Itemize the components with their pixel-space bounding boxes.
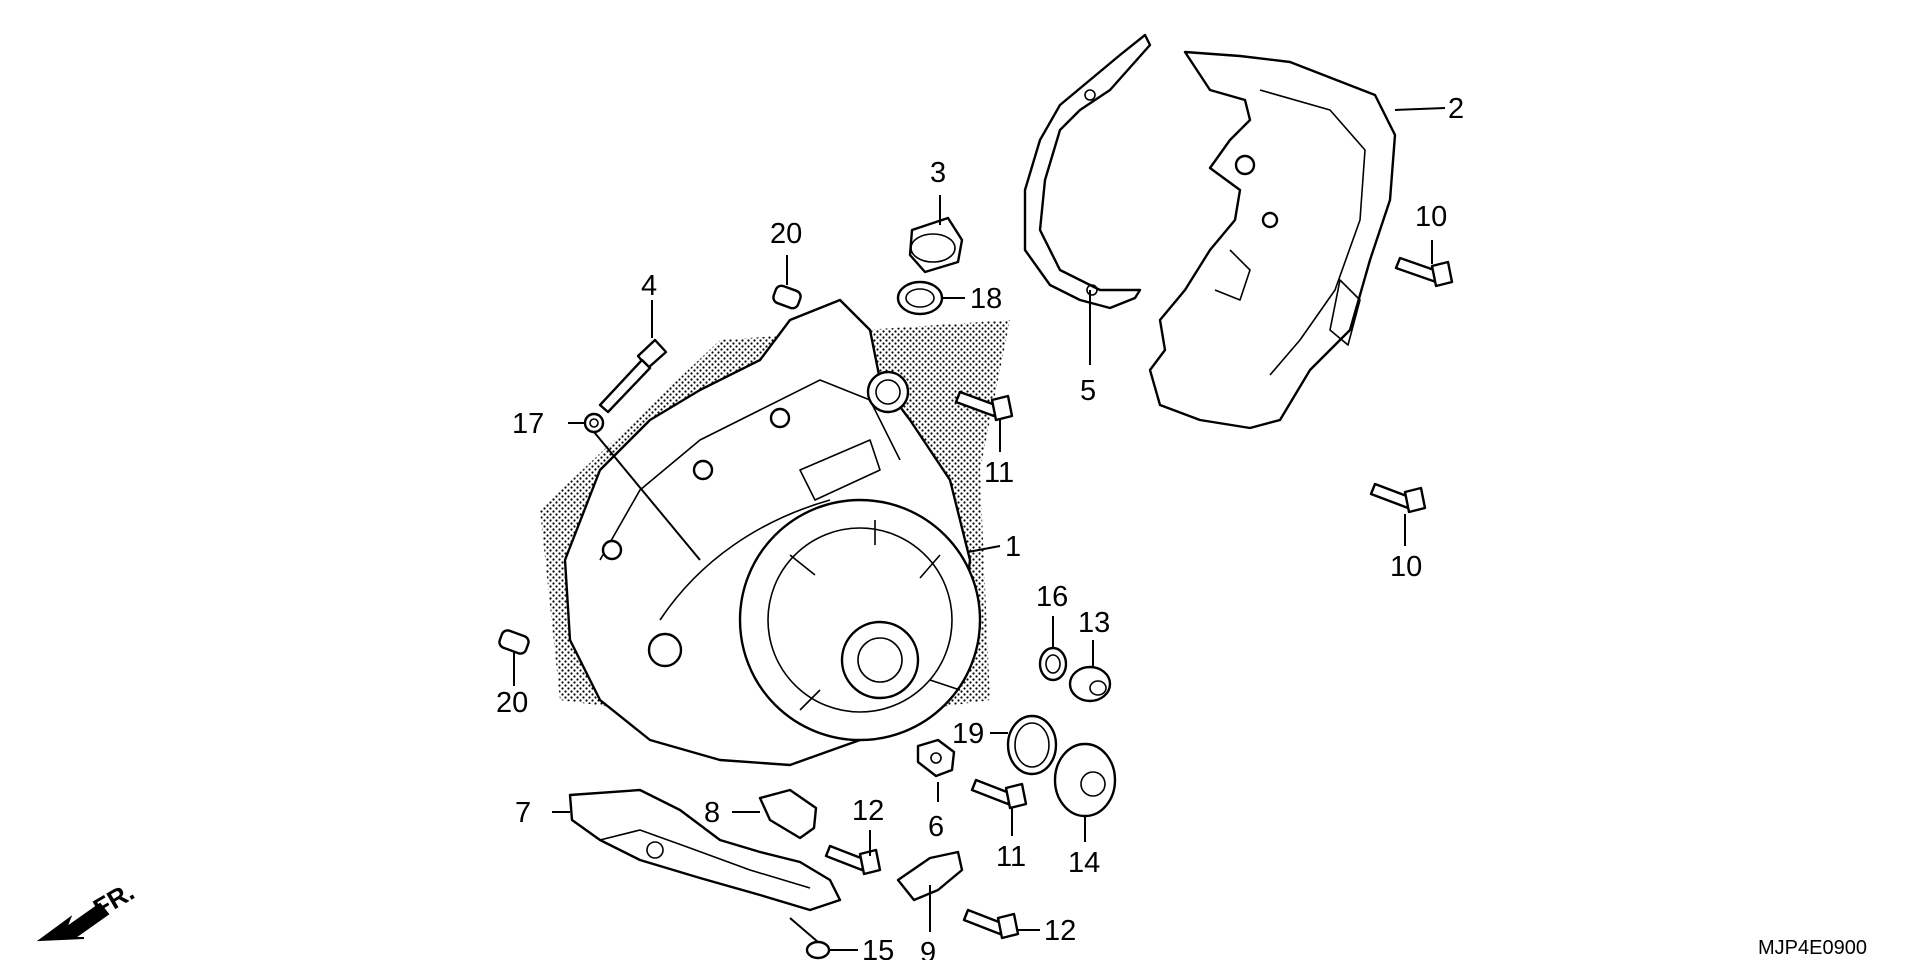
bolt-11-upper[interactable] xyxy=(954,390,1014,422)
leader-lines xyxy=(513,107,1446,951)
callout-10-lower: 10 xyxy=(1390,551,1422,583)
callout-2: 2 xyxy=(1448,93,1464,125)
crankcase-cover[interactable] xyxy=(540,298,1010,767)
grommet-15[interactable] xyxy=(805,940,831,960)
diagram-code: MJP4E0900 xyxy=(1758,937,1867,959)
callout-14: 14 xyxy=(1068,847,1100,879)
o-ring-19[interactable] xyxy=(1006,714,1058,776)
callout-16: 16 xyxy=(1036,581,1068,613)
lower-guard-7[interactable] xyxy=(568,788,842,912)
clamp-6[interactable] xyxy=(916,738,956,778)
stay-8[interactable] xyxy=(758,788,818,840)
callout-20-lower: 20 xyxy=(496,687,528,719)
callout-19: 19 xyxy=(952,718,984,750)
callout-10-upper: 10 xyxy=(1415,201,1447,233)
bolt-12-upper[interactable] xyxy=(824,844,882,876)
bolt-12-lower[interactable] xyxy=(962,908,1020,940)
callout-3: 3 xyxy=(930,157,946,189)
callout-11-upper: 11 xyxy=(984,457,1014,489)
dowel-pin-upper[interactable] xyxy=(772,284,803,310)
callout-13: 13 xyxy=(1078,607,1110,639)
front-direction-arrow: FR. xyxy=(36,876,139,942)
callout-17: 17 xyxy=(512,408,544,440)
callout-11-lower: 11 xyxy=(996,841,1026,873)
callout-9: 9 xyxy=(920,937,936,960)
bolt-10-upper[interactable] xyxy=(1394,256,1454,288)
stay-9[interactable] xyxy=(896,850,964,902)
callout-12-lower: 12 xyxy=(1044,915,1076,947)
bolt-11-lower[interactable] xyxy=(970,778,1028,810)
callout-15: 15 xyxy=(862,935,894,960)
callout-18: 18 xyxy=(970,283,1002,315)
callout-5: 5 xyxy=(1080,375,1096,407)
callout-1: 1 xyxy=(1005,531,1021,563)
callout-7: 7 xyxy=(515,797,531,829)
callout-labels: 1 2 3 4 5 6 7 8 9 10 10 11 11 12 12 13 1… xyxy=(496,93,1464,960)
cap-13[interactable] xyxy=(1068,665,1112,703)
o-ring-18[interactable] xyxy=(896,280,944,316)
callout-8: 8 xyxy=(704,797,720,829)
o-ring-16[interactable] xyxy=(1038,646,1068,682)
dowel-pin-lower[interactable] xyxy=(498,629,530,655)
sprocket-cover-seal[interactable] xyxy=(1023,33,1152,310)
cap-14[interactable] xyxy=(1053,742,1117,818)
hole-cap-4[interactable] xyxy=(598,338,668,414)
o-ring-17[interactable] xyxy=(583,412,605,434)
callout-12-upper: 12 xyxy=(852,795,884,827)
callout-4: 4 xyxy=(641,270,657,302)
sprocket-cover[interactable] xyxy=(1148,50,1397,430)
callout-20-upper: 20 xyxy=(770,218,802,250)
bolt-10-lower[interactable] xyxy=(1369,482,1427,514)
oil-filler-cap[interactable] xyxy=(908,216,964,274)
callout-6: 6 xyxy=(928,811,944,843)
